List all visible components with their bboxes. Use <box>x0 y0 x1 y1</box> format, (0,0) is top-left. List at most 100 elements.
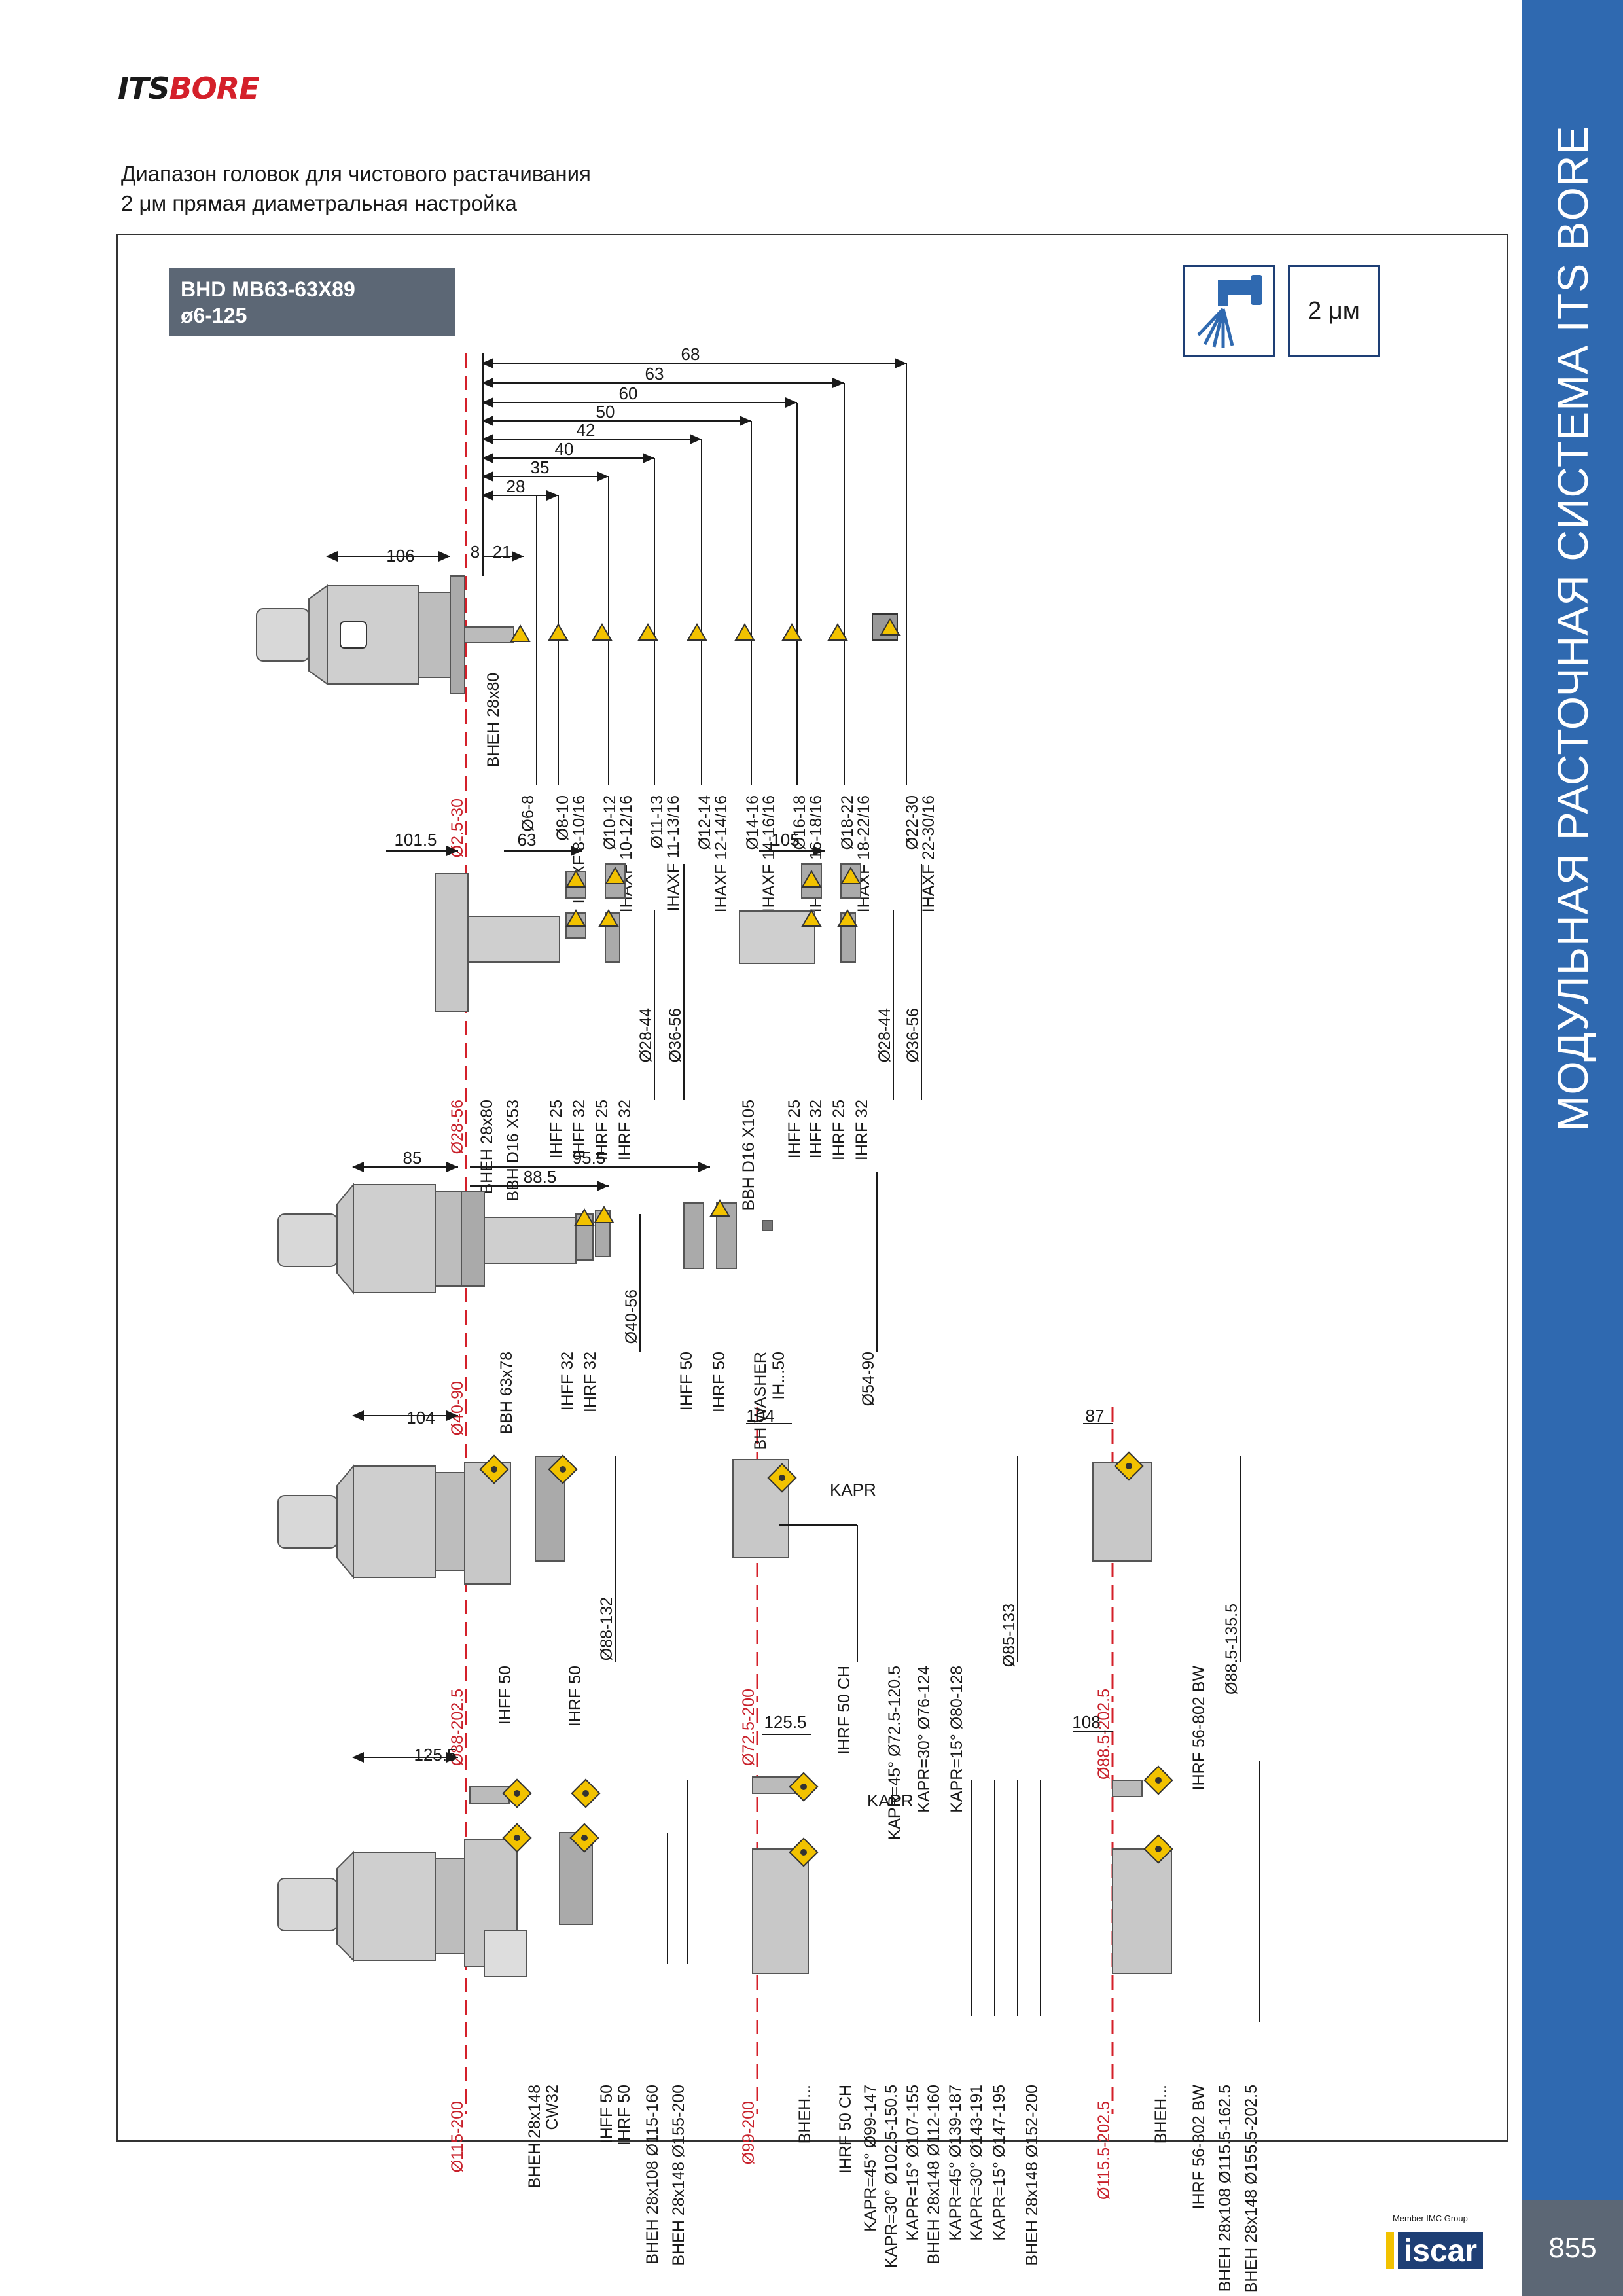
drawing-frame <box>116 234 1508 2142</box>
svg-text:BHEH 28x148 Ø112-160: BHEH 28x148 Ø112-160 <box>925 2085 943 2265</box>
svg-text:IHRF 50: IHRF 50 <box>615 2085 633 2145</box>
row1-inserts <box>510 613 900 642</box>
svg-text:IHAXF 22-30/16: IHAXF 22-30/16 <box>919 795 938 912</box>
svg-text:Ø10-12: Ø10-12 <box>601 795 619 850</box>
svg-text:IHRF 32: IHRF 32 <box>581 1352 599 1412</box>
svg-text:IHAXF 12-14/16: IHAXF 12-14/16 <box>712 795 730 912</box>
row1-label-0: Ø6-8 <box>519 795 537 832</box>
svg-text:IHFF 32: IHFF 32 <box>558 1352 577 1410</box>
row5-range2: Ø99-200 <box>740 2101 758 2164</box>
svg-text:KAPR=45° Ø72.5-120.5: KAPR=45° Ø72.5-120.5 <box>885 1666 904 1840</box>
row4-dim-104a: 104 <box>406 1408 435 1427</box>
svg-text:BBH D16 X105: BBH D16 X105 <box>740 1100 758 1211</box>
iscar-wordmark: iscar <box>1404 2234 1477 2269</box>
row5-dim-125a: 125.5 <box>414 1745 456 1765</box>
svg-text:Ø36-56: Ø36-56 <box>666 1008 685 1062</box>
row1-range: Ø2.5-30 <box>448 798 467 857</box>
svg-text:BHEH 28x108 Ø115.5-162.5: BHEH 28x108 Ø115.5-162.5 <box>1216 2085 1234 2291</box>
svg-text:Ø28-44: Ø28-44 <box>637 1008 655 1062</box>
row1-adapter: BHEH 28x80 <box>484 673 503 768</box>
row5-range3: Ø115.5-202.5 <box>1095 2101 1113 2200</box>
precision-badge: 2 μм <box>1288 265 1380 357</box>
svg-text:IHFF 32: IHFF 32 <box>807 1100 825 1158</box>
row1-labels: Ø2.5-30 BHEH 28x80 Ø6-8 Ø8-10 IHAXF 8-10… <box>448 673 938 913</box>
svg-text:BHEH 28x148 Ø155.5-202.5: BHEH 28x148 Ø155.5-202.5 <box>1242 2085 1260 2293</box>
row5-dim-108: 108 <box>1072 1712 1100 1732</box>
row3-labels: 85 95.5 88.5 Ø40-90 BBH 63x78 IHFF 32 IH… <box>403 1148 878 1450</box>
product-name: BHD MB63-63X89 <box>181 278 355 301</box>
coolant-tap-icon <box>1183 265 1275 357</box>
svg-text:Ø54-90: Ø54-90 <box>859 1352 878 1406</box>
row4-range2: Ø72.5-200 <box>740 1689 758 1766</box>
svg-text:KAPR=30° Ø76-124: KAPR=30° Ø76-124 <box>915 1666 933 1813</box>
row4-kapr: KAPR <box>830 1480 876 1499</box>
row1-dim-21: 21 <box>493 542 512 562</box>
svg-text:Ø85-133: Ø85-133 <box>1000 1604 1018 1667</box>
svg-text:IHRF 32: IHRF 32 <box>853 1100 871 1160</box>
row1-dim-50: 50 <box>596 402 615 422</box>
row1-dim-28: 28 <box>507 476 526 496</box>
row1-dim-42: 42 <box>577 420 596 440</box>
svg-text:Ø12-14: Ø12-14 <box>696 795 714 850</box>
svg-text:IHRF 25: IHRF 25 <box>830 1100 848 1160</box>
row2-dim-63: 63 <box>518 830 537 850</box>
svg-text:CW32: CW32 <box>543 2085 562 2130</box>
svg-text:Ø40-56: Ø40-56 <box>622 1289 641 1344</box>
svg-text:IHFF 25: IHFF 25 <box>785 1100 804 1158</box>
row1-dim-35: 35 <box>531 457 550 477</box>
row2-range: Ø28-56 <box>448 1100 467 1154</box>
svg-text:KAPR=30° Ø143-191: KAPR=30° Ø143-191 <box>967 2085 986 2241</box>
row1-dim-63: 63 <box>645 364 664 384</box>
row4-dim-87: 87 <box>1086 1406 1105 1426</box>
svg-text:BHEH...: BHEH... <box>796 2085 814 2144</box>
row3-drawing <box>277 1162 878 1352</box>
svg-text:BHEH 28x148 Ø155-200: BHEH 28x148 Ø155-200 <box>669 2085 688 2266</box>
row3-dim-95: 95.5 <box>573 1148 606 1168</box>
product-header-box: BHD MB63-63X89 ø6-125 <box>169 268 455 336</box>
row4-drawing <box>277 1410 1241 1662</box>
svg-text:Ø22-30: Ø22-30 <box>903 795 921 850</box>
svg-text:IHRF 50: IHRF 50 <box>710 1352 728 1412</box>
svg-text:IHFF 50: IHFF 50 <box>677 1352 696 1410</box>
row5-kapr: KAPR <box>867 1791 914 1810</box>
svg-text:Ø18-22: Ø18-22 <box>838 795 857 850</box>
sidebar: МОДУЛЬНАЯ РАСТОЧНАЯ СИСТЕМА ITS BORE <box>1522 0 1623 2296</box>
row1-dim-8: 8 <box>471 542 480 562</box>
technical-drawing: 68 63 60 50 42 40 35 28 106 8 21 Ø2.5-30… <box>256 344 1260 2293</box>
svg-text:IHRF 56-802 BW: IHRF 56-802 BW <box>1190 1666 1208 1791</box>
svg-text:Ø8-10: Ø8-10 <box>554 795 572 840</box>
row5-labels: 125.5 125.5 108 KAPR Ø115-200 BHEH 28x14… <box>414 1712 1260 2293</box>
svg-text:IHFF 32: IHFF 32 <box>570 1100 588 1158</box>
logo-its: ITS <box>118 71 170 106</box>
member-imc-label: Member IMC Group <box>1393 2214 1468 2223</box>
precision-label: 2 μм <box>1308 297 1360 325</box>
svg-text:IHRF 50: IHRF 50 <box>566 1666 584 1727</box>
svg-text:BHEH...: BHEH... <box>1152 2085 1170 2144</box>
svg-text:BHEH 28x148: BHEH 28x148 <box>526 2085 544 2188</box>
svg-text:KAPR=15° Ø80-128: KAPR=15° Ø80-128 <box>948 1666 966 1813</box>
svg-text:IHRF 50 CH: IHRF 50 CH <box>836 2085 855 2174</box>
row1-head-body <box>256 575 514 694</box>
svg-text:KAPR=15° Ø107-155: KAPR=15° Ø107-155 <box>904 2085 922 2241</box>
row3-dim-88: 88.5 <box>524 1167 557 1187</box>
svg-text:IHRF 32: IHRF 32 <box>616 1100 634 1160</box>
svg-text:Ø14-16: Ø14-16 <box>743 795 762 850</box>
row5-dim-125b: 125.5 <box>764 1712 806 1732</box>
svg-text:IHRF 25: IHRF 25 <box>593 1100 611 1160</box>
svg-text:Ø88.5-135.5: Ø88.5-135.5 <box>1222 1604 1241 1695</box>
svg-text:KAPR=15° Ø147-195: KAPR=15° Ø147-195 <box>990 2085 1008 2241</box>
svg-text:BH WASHER: BH WASHER <box>751 1352 770 1450</box>
row5-range1: Ø115-200 <box>448 2101 467 2172</box>
svg-text:Ø16-18: Ø16-18 <box>791 795 809 850</box>
svg-text:IHRF 56-802 BW: IHRF 56-802 BW <box>1190 2085 1208 2210</box>
svg-text:BHEH 28x80: BHEH 28x80 <box>478 1100 496 1194</box>
sidebar-title: МОДУЛЬНАЯ РАСТОЧНАЯ СИСТЕМА ITS BORE <box>1548 125 1597 1132</box>
svg-text:Ø11-13: Ø11-13 <box>648 795 666 849</box>
svg-text:BHEH 28x148 Ø152-200: BHEH 28x148 Ø152-200 <box>1023 2085 1041 2266</box>
svg-text:BBH 63x78: BBH 63x78 <box>497 1352 516 1434</box>
row1-dim-values: 68 63 60 50 42 40 35 28 106 8 21 <box>386 344 700 565</box>
svg-text:KAPR=45° Ø99-147: KAPR=45° Ø99-147 <box>861 2085 880 2232</box>
svg-text:Ø28-44: Ø28-44 <box>876 1008 894 1062</box>
row5-drawing <box>277 1731 1260 2022</box>
logo-bore: BORE <box>169 71 260 106</box>
